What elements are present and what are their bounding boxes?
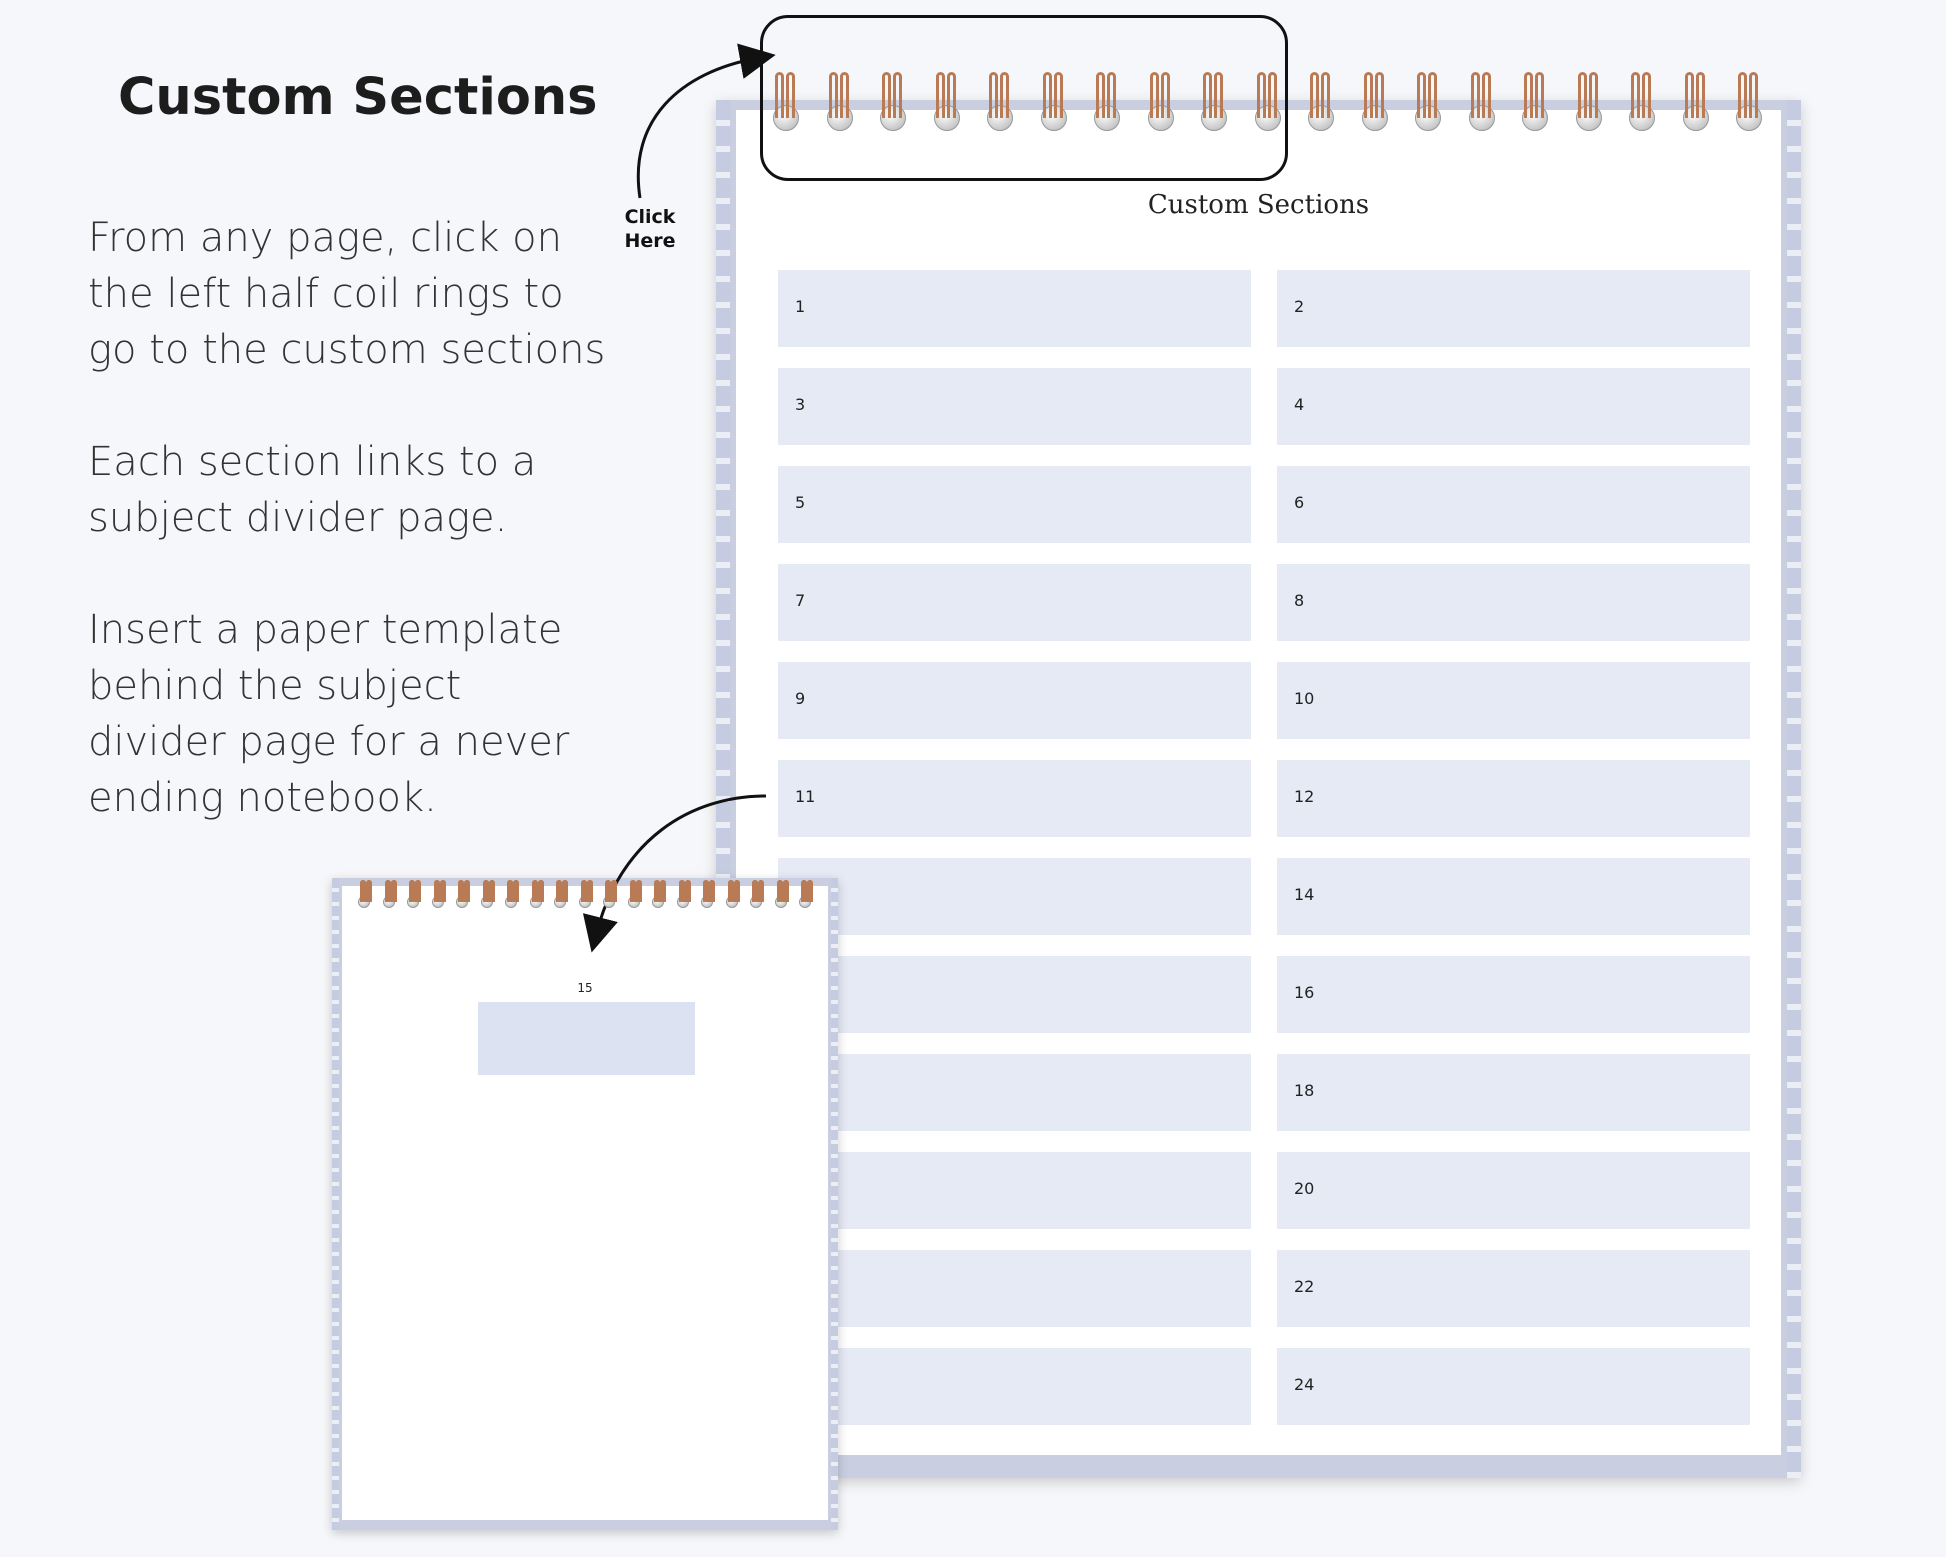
divider-page-title: 15 xyxy=(577,981,593,995)
section-number: 22 xyxy=(1294,1277,1315,1296)
coil-ring[interactable] xyxy=(1361,72,1416,144)
coil-ring[interactable] xyxy=(725,880,751,914)
coil-ring[interactable] xyxy=(1629,72,1683,144)
coil-ring[interactable] xyxy=(1468,72,1523,144)
section-number: 9 xyxy=(795,689,806,708)
section-number: 12 xyxy=(1294,787,1315,806)
section-number: 2 xyxy=(1294,297,1305,316)
coil-ring[interactable] xyxy=(578,880,604,914)
coil-ring[interactable] xyxy=(627,880,653,914)
section-number: 7 xyxy=(795,591,806,610)
coil-ring[interactable] xyxy=(701,880,726,914)
section-24[interactable]: 24 xyxy=(1277,1348,1750,1425)
coil-ring[interactable] xyxy=(554,880,579,914)
coil-ring[interactable] xyxy=(358,880,383,914)
coil-rings[interactable] xyxy=(773,72,1790,144)
custom-sections-title: Custom Sections xyxy=(1147,190,1370,220)
section-23[interactable]: 23 xyxy=(778,1348,1251,1425)
section-2[interactable]: 2 xyxy=(1277,270,1750,347)
divider-notebook: 15 xyxy=(332,878,838,1530)
coil-ring[interactable] xyxy=(1682,72,1737,144)
coil-ring[interactable] xyxy=(1522,72,1576,144)
section-21[interactable]: 21 xyxy=(778,1250,1251,1327)
coil-ring[interactable] xyxy=(750,880,775,914)
click-label-line2: Here xyxy=(624,230,676,252)
section-8[interactable]: 8 xyxy=(1277,564,1750,641)
section-number: 14 xyxy=(1294,885,1315,904)
page-heading: Custom Sections xyxy=(118,68,598,127)
section-number: 6 xyxy=(1294,493,1305,512)
coil-ring[interactable] xyxy=(880,72,934,144)
coil-ring[interactable] xyxy=(987,72,1041,144)
coil-ring[interactable] xyxy=(407,880,432,914)
coil-ring[interactable] xyxy=(1415,72,1469,144)
coil-ring[interactable] xyxy=(382,880,408,914)
section-13[interactable]: 13 xyxy=(778,858,1251,935)
instruction-3: Insert a paper template behind the subje… xyxy=(88,607,570,821)
section-3[interactable]: 3 xyxy=(778,368,1251,445)
section-number: 18 xyxy=(1294,1081,1315,1100)
main-notebook: Custom Sections 123456789101112131415161… xyxy=(716,100,1801,1480)
section-number: 5 xyxy=(795,493,806,512)
coil-ring[interactable] xyxy=(676,880,702,914)
section-11[interactable]: 11 xyxy=(778,760,1251,837)
instruction-2: Each section links to a subject divider … xyxy=(88,439,537,541)
section-6[interactable]: 6 xyxy=(1277,466,1750,543)
click-here-highlight xyxy=(760,15,1288,181)
click-label-line1: Click xyxy=(624,206,676,228)
section-number: 10 xyxy=(1294,689,1315,708)
divider-title-box[interactable] xyxy=(478,1002,695,1075)
coil-ring[interactable] xyxy=(933,72,988,144)
coil-ring[interactable] xyxy=(799,880,824,914)
coil-ring[interactable] xyxy=(826,72,881,144)
coil-ring[interactable] xyxy=(1254,72,1309,144)
section-20[interactable]: 20 xyxy=(1277,1152,1750,1229)
section-10[interactable]: 10 xyxy=(1277,662,1750,739)
section-14[interactable]: 14 xyxy=(1277,858,1750,935)
instruction-1: From any page, click on the left half co… xyxy=(88,215,606,373)
coil-ring[interactable] xyxy=(1040,72,1095,144)
coil-ring[interactable] xyxy=(774,880,800,914)
section-15[interactable]: 15 xyxy=(778,956,1251,1033)
section-number: 20 xyxy=(1294,1179,1315,1198)
section-18[interactable]: 18 xyxy=(1277,1054,1750,1131)
coil-ring[interactable] xyxy=(456,880,481,914)
coil-ring[interactable] xyxy=(1736,72,1790,144)
click-here-label: Click Here xyxy=(620,205,680,253)
coil-ring[interactable] xyxy=(1575,72,1630,144)
section-4[interactable]: 4 xyxy=(1277,368,1750,445)
coil-ring[interactable] xyxy=(1147,72,1202,144)
section-1[interactable]: 1 xyxy=(778,270,1251,347)
section-16[interactable]: 16 xyxy=(1277,956,1750,1033)
subject-divider-page: 15 xyxy=(342,886,828,1520)
section-number: 11 xyxy=(795,787,816,806)
custom-sections-page: Custom Sections 123456789101112131415161… xyxy=(736,110,1781,1455)
coil-ring[interactable] xyxy=(505,880,530,914)
section-number: 4 xyxy=(1294,395,1305,414)
section-number: 8 xyxy=(1294,591,1305,610)
coil-ring[interactable] xyxy=(1094,72,1148,144)
section-22[interactable]: 22 xyxy=(1277,1250,1750,1327)
section-number: 24 xyxy=(1294,1375,1315,1394)
coil-ring[interactable] xyxy=(1308,72,1362,144)
coil-ring[interactable] xyxy=(603,880,628,914)
coil-ring[interactable] xyxy=(529,880,555,914)
divider-coil-rings xyxy=(358,880,824,914)
section-number: 1 xyxy=(795,297,806,316)
section-7[interactable]: 7 xyxy=(778,564,1251,641)
coil-ring[interactable] xyxy=(1201,72,1255,144)
section-19[interactable]: 19 xyxy=(778,1152,1251,1229)
sections-grid: 123456789101112131415161718192021222324 xyxy=(778,270,1753,1425)
section-5[interactable]: 5 xyxy=(778,466,1251,543)
coil-ring[interactable] xyxy=(773,72,827,144)
coil-ring[interactable] xyxy=(480,880,506,914)
section-9[interactable]: 9 xyxy=(778,662,1251,739)
section-17[interactable]: 17 xyxy=(778,1054,1251,1131)
section-number: 16 xyxy=(1294,983,1315,1002)
coil-ring[interactable] xyxy=(431,880,457,914)
section-12[interactable]: 12 xyxy=(1277,760,1750,837)
section-number: 3 xyxy=(795,395,806,414)
coil-ring[interactable] xyxy=(652,880,677,914)
